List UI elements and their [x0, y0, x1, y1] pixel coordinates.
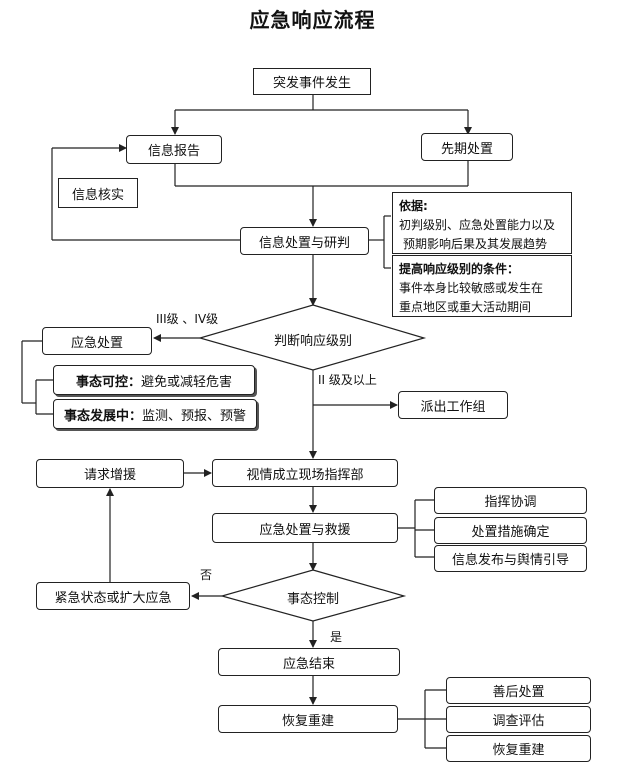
node-early-handling: 先期处置	[421, 133, 513, 161]
node-state-controllable: 事态可控：避免或减轻危害	[53, 365, 255, 395]
node-investigation: 调查评估	[446, 706, 591, 733]
decision-state-control-label: 事态控制	[286, 592, 339, 607]
state-developing-label: 事态发展中：	[63, 408, 142, 424]
node-recovery-rebuild: 恢复重建	[218, 705, 398, 733]
decision-state-control	[219, 569, 407, 622]
node-field-command: 视情成立现场指挥部	[212, 459, 398, 487]
note-basis: 依据: 初判级别、应急处置能力以及 预期影响后果及其发展趋势	[392, 192, 572, 254]
node-info-report: 信息报告	[126, 135, 222, 164]
edge-label-level-3-4: III级 、IV级	[156, 312, 219, 326]
node-emergency-handling: 应急处置	[42, 327, 152, 355]
node-recovery-rebuild-2: 恢复重建	[446, 735, 591, 762]
node-emergency-end: 应急结束	[218, 648, 400, 676]
node-info-process: 信息处置与研判	[240, 227, 369, 255]
node-command-coord: 指挥协调	[434, 487, 587, 514]
edge-label-level-2-above: II 级及以上	[318, 373, 377, 387]
node-dispatch-team: 派出工作组	[398, 391, 508, 419]
note-basis-title: 依据:	[399, 199, 428, 213]
node-state-developing: 事态发展中：监测、预报、预警	[53, 399, 257, 429]
node-info-release: 信息发布与舆情引导	[434, 545, 587, 572]
state-developing-text: 监测、预报、预警	[142, 408, 247, 424]
decision-judge-level-label: 判断响应级别	[273, 334, 352, 349]
node-emergency-expand: 紧急状态或扩大应急	[36, 582, 190, 610]
node-aftermath: 善后处置	[446, 677, 591, 704]
node-sudden-event: 突发事件发生	[253, 68, 371, 95]
node-request-aid: 请求增援	[36, 459, 184, 488]
edge-label-yes: 是	[330, 630, 343, 644]
edge-label-no: 否	[200, 568, 213, 582]
node-info-verify: 信息核实	[58, 178, 138, 208]
note-raise-title: 提高响应级别的条件：	[399, 262, 520, 276]
node-measures-confirm: 处置措施确定	[434, 517, 587, 544]
note-raise-level: 提高响应级别的条件： 事件本身比较敏感或发生在 重点地区或重大活动期间	[392, 255, 572, 317]
decision-judge-level	[197, 304, 427, 371]
state-controllable-label: 事态可控：	[75, 374, 141, 390]
note-raise-line1: 事件本身比较敏感或发生在	[399, 281, 544, 295]
note-basis-line2: 预期影响后果及其发展趋势	[403, 237, 548, 251]
note-basis-line1: 初判级别、应急处置能力以及	[399, 218, 556, 232]
node-emergency-rescue: 应急处置与救援	[212, 513, 398, 543]
state-controllable-text: 避免或减轻危害	[141, 374, 233, 390]
note-raise-line2: 重点地区或重大活动期间	[399, 300, 532, 314]
page-title: 应急响应流程	[249, 8, 376, 32]
